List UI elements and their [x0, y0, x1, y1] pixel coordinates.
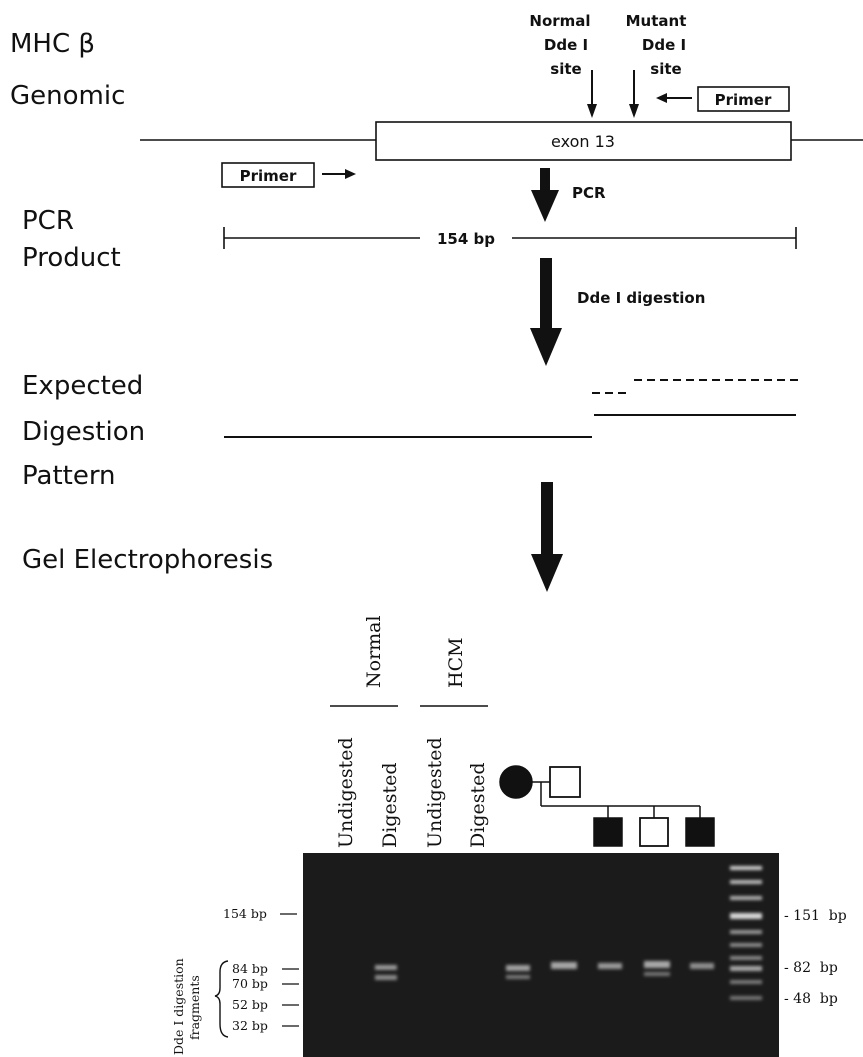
left-markers: 154 bp 84 bp 70 bp 52 bp 32 bp	[223, 906, 299, 1033]
exon-box	[375, 121, 792, 161]
primer-right-arrow	[656, 93, 692, 103]
gene-label-line2: Genomic	[10, 81, 125, 111]
band	[375, 965, 397, 970]
mutant-site-arrow	[629, 70, 639, 118]
digestion-step-label: Dde I digestion	[577, 289, 705, 307]
band	[551, 962, 577, 969]
band	[506, 965, 530, 971]
band	[375, 975, 397, 980]
expected-line1: Expected	[22, 371, 143, 401]
expected-line3: Pattern	[22, 461, 116, 491]
ladder-band	[730, 880, 762, 884]
pcr-step-label: PCR	[572, 184, 606, 202]
digestion-arrow	[530, 258, 562, 366]
svg-text:Dde I: Dde I	[642, 36, 686, 54]
gel-bands	[375, 866, 762, 1000]
lane-label-3: Undigested	[424, 737, 446, 848]
gene-label-line1: MHC β	[10, 29, 95, 59]
ladder-band	[730, 956, 762, 960]
exon-label: exon 13	[551, 132, 615, 151]
left-axis-title-line2: fragments	[187, 975, 202, 1040]
svg-text:84 bp: 84 bp	[232, 961, 268, 976]
svg-text:Normal: Normal	[529, 12, 590, 30]
svg-text:- 82 bp: - 82 bp	[784, 960, 838, 976]
gel-arrow	[531, 482, 563, 592]
svg-text:Dde I: Dde I	[544, 36, 588, 54]
primer-right-label: Primer	[715, 91, 772, 109]
lane-label-1: Undigested	[335, 737, 357, 848]
pcr-arrow	[531, 168, 559, 222]
lane-label-2: Digested	[379, 762, 401, 848]
ladder-band	[730, 866, 762, 870]
band	[644, 961, 670, 968]
band	[506, 975, 530, 979]
mutant-site-label: Mutant Dde I site	[626, 12, 687, 78]
svg-text:site: site	[550, 60, 581, 78]
svg-text:154 bp: 154 bp	[223, 906, 267, 921]
ladder-band	[730, 996, 762, 1000]
pedigree-child1-affected	[593, 817, 623, 847]
normal-site-arrow	[587, 70, 597, 118]
svg-text:site: site	[650, 60, 681, 78]
lane-label-4: Digested	[467, 762, 489, 848]
primer-left-label: Primer	[240, 167, 297, 185]
band	[644, 972, 670, 976]
pedigree-father-unaffected	[549, 766, 581, 798]
left-axis-title-line1: Dde I digestion	[171, 958, 186, 1055]
svg-text:Mutant: Mutant	[626, 12, 687, 30]
expected-line2: Digestion	[22, 417, 145, 447]
svg-text:- 48 bp: - 48 bp	[784, 991, 838, 1007]
band	[598, 963, 622, 969]
pedigree-mother-affected	[499, 765, 533, 799]
svg-text:70 bp: 70 bp	[232, 976, 268, 991]
pedigree-child3-affected	[685, 817, 715, 847]
ladder-band	[730, 930, 762, 934]
ladder-band	[730, 966, 762, 971]
svg-text:32 bp: 32 bp	[232, 1018, 268, 1033]
pcr-product-line2: Product	[22, 243, 121, 273]
right-markers: - 151 bp - 82 bp - 48 bp	[784, 908, 847, 1007]
gel-title: Gel Electrophoresis	[22, 545, 273, 575]
pedigree-child2-unaffected	[639, 817, 669, 847]
normal-site-label: Normal Dde I site	[529, 12, 590, 78]
group-label-hcm: HCM	[445, 637, 467, 688]
primer-left-box	[221, 162, 315, 188]
pcr-product-line1: PCR	[22, 206, 74, 236]
primer-right-box	[697, 86, 790, 112]
svg-text:52 bp: 52 bp	[232, 997, 268, 1012]
ladder-band	[730, 980, 762, 984]
ladder-band	[730, 896, 762, 900]
primer-left-arrow	[322, 169, 356, 179]
left-markers-brace	[214, 960, 229, 1038]
band	[690, 963, 714, 969]
pedigree	[499, 765, 715, 847]
gel-background	[303, 853, 779, 1057]
ladder-band	[730, 943, 762, 947]
svg-text:- 151 bp: - 151 bp	[784, 908, 847, 924]
product-size-label: 154 bp	[437, 230, 495, 248]
group-label-normal: Normal	[363, 615, 385, 688]
product-size-line	[223, 227, 797, 249]
ladder-band	[730, 913, 762, 919]
